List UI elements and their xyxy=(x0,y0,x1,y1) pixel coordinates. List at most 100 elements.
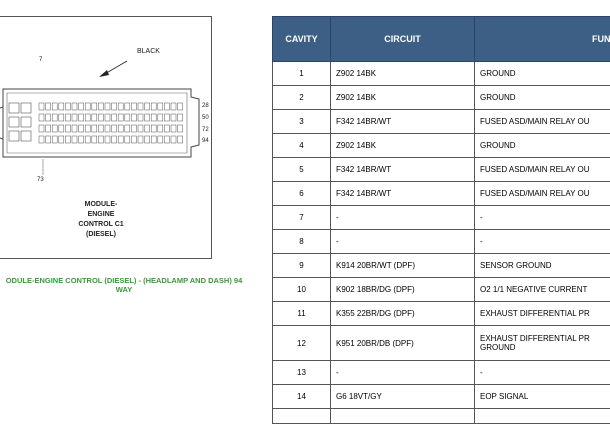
function-cell: GROUND xyxy=(474,133,610,158)
header-cavity: CAVITY xyxy=(272,16,331,62)
connector-pin xyxy=(38,113,45,122)
module-label-line: CONTROL C1 xyxy=(78,221,124,228)
connector-pin xyxy=(170,102,177,111)
pin-label-50: 50 xyxy=(202,115,209,121)
connector-pin xyxy=(71,102,78,111)
figure-caption: ODULE-ENGINE CONTROL (DIESEL) - (HEADLAM… xyxy=(0,276,260,294)
connector-pin xyxy=(71,124,78,133)
connector-pin xyxy=(71,113,78,122)
connector-pin xyxy=(131,124,137,133)
function-cell: GROUND xyxy=(474,85,610,110)
connector-pin xyxy=(131,113,137,122)
connector-pin xyxy=(111,135,117,144)
circuit-cell: K902 18BR/DG (DPF) xyxy=(330,277,475,302)
empty-cell xyxy=(272,408,331,424)
connector-pin xyxy=(58,102,65,111)
function-cell: - xyxy=(474,205,610,230)
table-row: 8-- xyxy=(272,229,610,254)
connector-pin xyxy=(38,135,45,144)
circuit-cell: F342 14BR/WT xyxy=(330,181,475,206)
connector-pin xyxy=(65,135,71,144)
connector-pin xyxy=(137,102,144,111)
module-label: MODULE- ENGINE CONTROL C1 (DIESEL) xyxy=(61,200,141,240)
cavity-cell: 8 xyxy=(272,229,331,254)
cavity-cell: 4 xyxy=(272,133,331,158)
connector-pin xyxy=(157,124,164,133)
circuit-cell: - xyxy=(330,205,475,230)
function-cell: O2 1/1 NEGATIVE CURRENT xyxy=(474,277,610,302)
pin-label-top: 7 xyxy=(39,57,43,63)
table-row: 7-- xyxy=(272,205,610,230)
connector-pin xyxy=(104,135,111,144)
connector-pin xyxy=(45,113,51,122)
connector-pin xyxy=(84,124,91,133)
function-cell: EOP SIGNAL xyxy=(474,384,610,409)
connector-pin xyxy=(51,102,58,111)
connector-pin xyxy=(91,135,98,144)
circuit-cell: Z902 14BK xyxy=(330,133,475,158)
circuit-cell: G6 18VT/GY xyxy=(330,384,475,409)
function-cell: GROUND xyxy=(474,61,610,86)
connector-pin xyxy=(150,124,157,133)
connector-pin xyxy=(117,124,124,133)
connector-pin xyxy=(58,135,65,144)
connector-pin xyxy=(91,124,98,133)
circuit-cell: K914 20BR/WT (DPF) xyxy=(330,253,475,278)
connector-pin xyxy=(124,124,131,133)
module-label-line: ENGINE xyxy=(87,211,115,218)
function-cell: - xyxy=(474,229,610,254)
connector-pin xyxy=(117,135,124,144)
circuit-cell: - xyxy=(330,229,475,254)
connector-pin xyxy=(98,102,104,111)
connector-pin xyxy=(124,113,131,122)
circuit-cell: - xyxy=(330,360,475,385)
connector-pin xyxy=(84,135,91,144)
connector-pin xyxy=(157,102,164,111)
table-row-partial xyxy=(272,408,610,424)
pin-label-bottom: 73 xyxy=(37,177,44,183)
header-function: FUNCTIO xyxy=(474,16,610,62)
connector-pin xyxy=(51,113,58,122)
circuit-cell: F342 14BR/WT xyxy=(330,109,475,134)
connector-pin xyxy=(65,113,71,122)
connector-pin xyxy=(84,113,91,122)
connector-pin xyxy=(177,102,183,111)
connector-color-label: BLACK xyxy=(137,48,160,55)
connector-pin xyxy=(177,135,183,144)
connector-pin xyxy=(137,124,144,133)
connector-pin xyxy=(131,102,137,111)
connector-pin xyxy=(144,124,150,133)
function-cell: EXHAUST DIFFERENTIAL PR xyxy=(474,301,610,326)
circuit-cell: K355 22BR/DG (DPF) xyxy=(330,301,475,326)
connector-pin xyxy=(164,124,170,133)
cavity-cell: 12 xyxy=(272,325,331,361)
connector-pin xyxy=(58,113,65,122)
connector-pin xyxy=(131,135,137,144)
connector-pin xyxy=(65,124,71,133)
function-cell: FUSED ASD/MAIN RELAY OU xyxy=(474,109,610,134)
header-circuit: CIRCUIT xyxy=(330,16,475,62)
connector-pin xyxy=(117,102,124,111)
circuit-cell: Z902 14BK xyxy=(330,61,475,86)
connector-pin xyxy=(45,102,51,111)
connector-pin xyxy=(170,124,177,133)
connector-pin xyxy=(157,135,164,144)
function-cell: FUSED ASD/MAIN RELAY OU xyxy=(474,157,610,182)
connector-pin xyxy=(65,102,71,111)
connector-pin xyxy=(124,102,131,111)
connector-pin xyxy=(164,102,170,111)
empty-cell xyxy=(474,408,610,424)
connector-pin xyxy=(84,102,91,111)
connector-pin xyxy=(144,102,150,111)
cavity-cell: 14 xyxy=(272,384,331,409)
function-cell: - xyxy=(474,360,610,385)
pin-label-28: 28 xyxy=(202,103,209,109)
table-header-row: CAVITY CIRCUIT FUNCTIO xyxy=(272,16,610,62)
connector-pin xyxy=(177,113,183,122)
